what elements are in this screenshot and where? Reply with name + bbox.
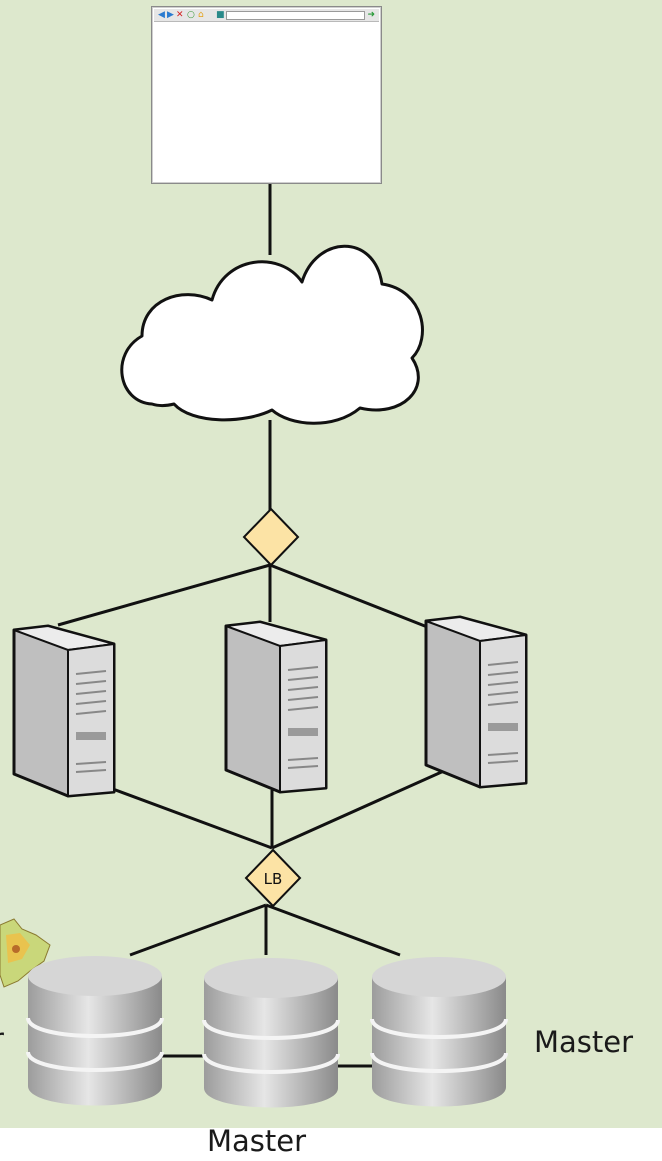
page-icon: ■ — [216, 10, 225, 20]
connector-router-server-1 — [57, 563, 271, 627]
connector-lines — [57, 183, 447, 1068]
db-2-master-label: Master — [207, 1124, 307, 1158]
database-icon — [370, 957, 508, 1107]
database-icon — [26, 956, 164, 1106]
connector-router-server-3 — [269, 563, 441, 634]
database-icon — [202, 958, 340, 1108]
forward-arrow-icon: ▶ — [167, 10, 174, 20]
connector-server-3-lb — [271, 768, 447, 850]
cut-off-label: r — [0, 1022, 4, 1056]
connector-server-1-lb — [101, 783, 273, 850]
diagram-canvas: ◀ ▶ ✕ ○ ⌂ ■ ➜ — [0, 0, 662, 1128]
connector-lb-db-1 — [129, 903, 267, 957]
connector-lb-db-3 — [265, 903, 401, 957]
partial-map-icon — [0, 918, 51, 988]
server-icon — [424, 615, 528, 789]
stop-icon: ✕ — [176, 10, 184, 20]
server-icon — [224, 620, 328, 794]
home-icon: ⌂ — [198, 10, 204, 20]
load-balancer-diamond-icon: LB — [244, 848, 302, 908]
browser-window-icon: ◀ ▶ ✕ ○ ⌂ ■ ➜ — [151, 6, 382, 184]
reload-icon: ○ — [187, 10, 195, 20]
go-arrow-icon: ➜ — [367, 10, 375, 20]
server-icon — [12, 624, 116, 798]
load-balancer-label: LB — [264, 870, 283, 888]
browser-toolbar: ◀ ▶ ✕ ○ ⌂ ■ ➜ — [154, 9, 379, 22]
address-bar — [226, 11, 365, 20]
cloud-icon — [120, 244, 424, 425]
back-arrow-icon: ◀ — [158, 10, 165, 20]
db-3-master-label: Master — [534, 1025, 634, 1059]
router-diamond-icon — [242, 507, 300, 567]
